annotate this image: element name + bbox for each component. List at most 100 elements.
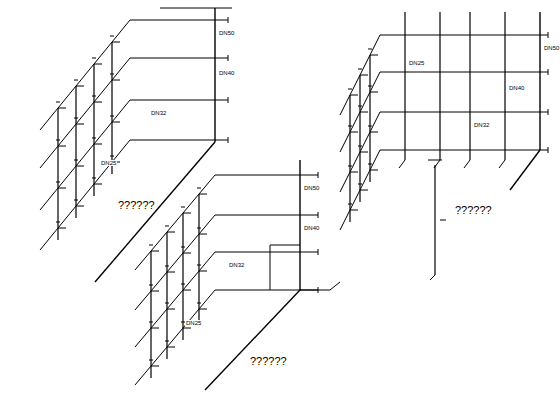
pipe xyxy=(428,160,442,161)
pipe xyxy=(368,86,372,87)
pipe xyxy=(76,86,84,87)
pipe xyxy=(110,116,114,117)
pipe xyxy=(94,144,102,145)
pipe xyxy=(439,12,440,160)
pipe xyxy=(318,212,319,218)
pipe xyxy=(360,112,368,113)
pipe xyxy=(94,184,102,185)
pipe xyxy=(228,17,229,23)
pipe xyxy=(135,175,215,270)
pipe xyxy=(151,291,159,292)
pipe xyxy=(165,341,169,342)
pipe xyxy=(165,266,169,267)
pipe xyxy=(368,164,372,165)
pipe xyxy=(197,228,201,229)
pipe-size-label: DN40 xyxy=(508,85,525,91)
pipe xyxy=(165,226,169,227)
pipe-size-label: DN50 xyxy=(218,30,235,36)
pipe xyxy=(360,75,368,76)
pipe xyxy=(348,204,352,205)
pipe xyxy=(130,140,228,141)
pipe xyxy=(181,284,185,285)
pipe xyxy=(135,290,215,385)
pipe xyxy=(548,109,549,115)
pipe xyxy=(197,303,201,304)
pipe xyxy=(504,12,505,160)
pipe-size-label: DN50 xyxy=(303,185,320,191)
pipe xyxy=(167,309,175,310)
pipe xyxy=(350,95,358,96)
pipe-size-label: DN40 xyxy=(218,70,235,76)
pipe xyxy=(110,156,114,157)
pipe xyxy=(299,160,300,290)
pipe xyxy=(150,251,151,378)
pipe xyxy=(58,188,66,189)
pipe xyxy=(318,172,319,178)
system-caption: ?????? xyxy=(250,356,287,367)
pipe xyxy=(56,222,60,223)
pipe xyxy=(151,251,159,252)
pipe xyxy=(58,228,66,229)
pipe xyxy=(199,271,207,272)
pipe xyxy=(360,190,368,191)
pipe xyxy=(370,92,378,93)
pipe-size-label: DN25 xyxy=(408,60,425,66)
pipe xyxy=(330,282,340,290)
pipe xyxy=(74,80,78,81)
pipe xyxy=(149,360,153,361)
pipe xyxy=(350,132,358,133)
pipe xyxy=(110,36,114,37)
pipe xyxy=(112,42,120,43)
pipe xyxy=(440,220,446,221)
pipe xyxy=(368,49,372,50)
pipe xyxy=(160,8,215,9)
pipe xyxy=(469,12,470,160)
pipe xyxy=(40,140,130,250)
pipe xyxy=(350,210,358,211)
pipe-size-label: DN32 xyxy=(150,110,167,116)
pipe xyxy=(358,106,362,107)
pipe-size-label: DN32 xyxy=(228,262,245,268)
pipe xyxy=(40,58,130,168)
pipe xyxy=(399,160,405,168)
pipe xyxy=(199,234,207,235)
pipe xyxy=(358,146,362,147)
pipe xyxy=(58,108,66,109)
pipe xyxy=(369,55,370,182)
pipe xyxy=(370,55,378,56)
pipe xyxy=(151,366,159,367)
pipe xyxy=(183,213,191,214)
pipe xyxy=(199,194,207,195)
pipe xyxy=(215,215,318,216)
pipe xyxy=(135,252,215,347)
pipe xyxy=(199,309,207,310)
pipe xyxy=(92,58,96,59)
pipe xyxy=(300,290,330,291)
pipe xyxy=(348,166,352,167)
pipe xyxy=(112,122,120,123)
pipe xyxy=(167,232,175,233)
pipe xyxy=(318,249,319,255)
pipe xyxy=(166,232,167,359)
pipe xyxy=(56,140,60,141)
pipe xyxy=(167,272,175,273)
pipe xyxy=(167,347,175,348)
pipe xyxy=(94,64,102,65)
pipe-size-label: DN32 xyxy=(473,122,490,128)
pipe xyxy=(183,290,191,291)
pipe xyxy=(205,290,300,390)
pipe xyxy=(215,8,232,9)
pipe xyxy=(228,97,229,103)
pipe xyxy=(228,137,229,143)
pipe xyxy=(215,175,318,176)
pipe-size-label: DN50 xyxy=(543,45,560,51)
system-caption: ?????? xyxy=(455,205,492,216)
pipe xyxy=(358,69,362,70)
pipe xyxy=(56,182,60,183)
pipe xyxy=(270,245,271,290)
pipe xyxy=(348,89,352,90)
pipe xyxy=(359,75,360,202)
pipe xyxy=(197,188,201,189)
pipe xyxy=(358,184,362,185)
